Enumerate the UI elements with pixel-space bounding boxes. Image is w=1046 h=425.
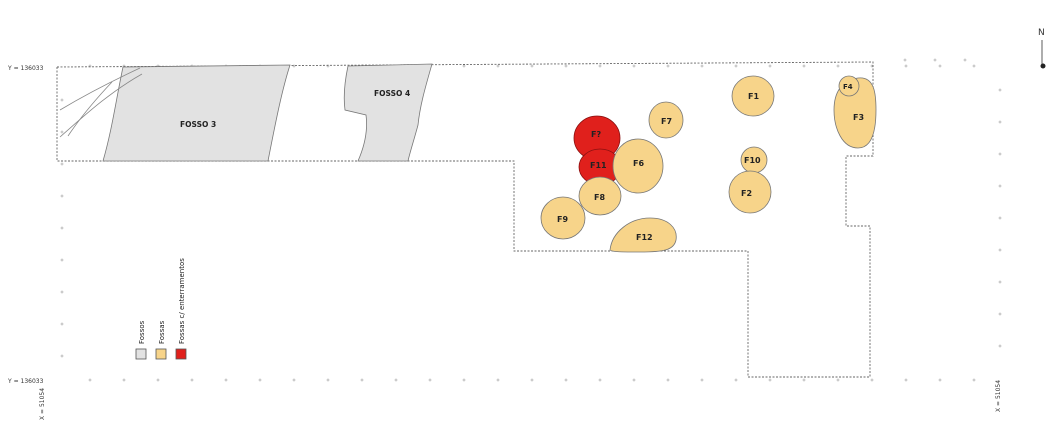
grid-marks bbox=[60, 58, 1002, 382]
pit-f4 bbox=[838, 75, 860, 97]
pit-label-f12: F12 bbox=[636, 233, 653, 242]
ditch-line bbox=[59, 67, 141, 111]
pit-f12 bbox=[609, 217, 677, 253]
pits-layer bbox=[540, 75, 877, 253]
ditch-line bbox=[59, 73, 143, 138]
pit-label-f9: F9 bbox=[557, 215, 568, 224]
pit-label-f4: F4 bbox=[843, 83, 853, 91]
pit-label-f8: F8 bbox=[594, 193, 605, 202]
pit-f6 bbox=[612, 138, 664, 194]
burials-layer bbox=[573, 115, 622, 186]
pit-f3 bbox=[833, 77, 877, 149]
pit-f7 bbox=[648, 101, 684, 139]
pit-f2 bbox=[728, 170, 772, 214]
excavation-boundary bbox=[56, 61, 874, 378]
fosso-4-label: FOSSO 4 bbox=[374, 89, 410, 98]
pit-label-f-top: F? bbox=[591, 130, 601, 139]
fosso-4-ditch bbox=[343, 63, 433, 162]
north-label: N bbox=[1038, 28, 1045, 38]
coord-y-bottom: Y = 136033 bbox=[7, 378, 44, 385]
pit-f8 bbox=[578, 176, 622, 216]
legend-swatch-fossos bbox=[135, 348, 147, 360]
pit-label-f2: F2 bbox=[741, 189, 752, 198]
legend-label-fossas: Fossas bbox=[158, 320, 166, 344]
coord-y-top: Y = 136033 bbox=[7, 65, 44, 72]
north-arrow: N bbox=[1038, 28, 1046, 69]
coord-x-left: X = 51054 bbox=[39, 388, 46, 420]
pit-label-f1: F1 bbox=[748, 92, 759, 101]
legend-swatch-fossas bbox=[155, 348, 167, 360]
fosso-3-ditch bbox=[102, 64, 291, 162]
legend-label-burials: Fossas c/ enterramentos bbox=[178, 258, 186, 344]
legend-label-fossos: Fossos bbox=[138, 320, 146, 344]
pit-label-f3: F3 bbox=[853, 113, 864, 122]
legend: Fossos Fossas Fossas c/ enterramentos bbox=[135, 258, 187, 360]
pit-label-f7: F7 bbox=[661, 117, 672, 126]
legend-swatch-burials bbox=[175, 348, 187, 360]
north-arrow-icon bbox=[1040, 63, 1046, 69]
coord-x-right: X = 51054 bbox=[995, 380, 1002, 412]
fosso-3-label: FOSSO 3 bbox=[180, 120, 216, 129]
pit-f1 bbox=[731, 75, 775, 117]
pit-label-f11: F11 bbox=[590, 161, 607, 170]
ditch-line bbox=[67, 81, 113, 137]
pit-label-f10: F10 bbox=[744, 156, 761, 165]
pit-label-f6: F6 bbox=[633, 159, 644, 168]
pit-f9 bbox=[540, 196, 586, 240]
